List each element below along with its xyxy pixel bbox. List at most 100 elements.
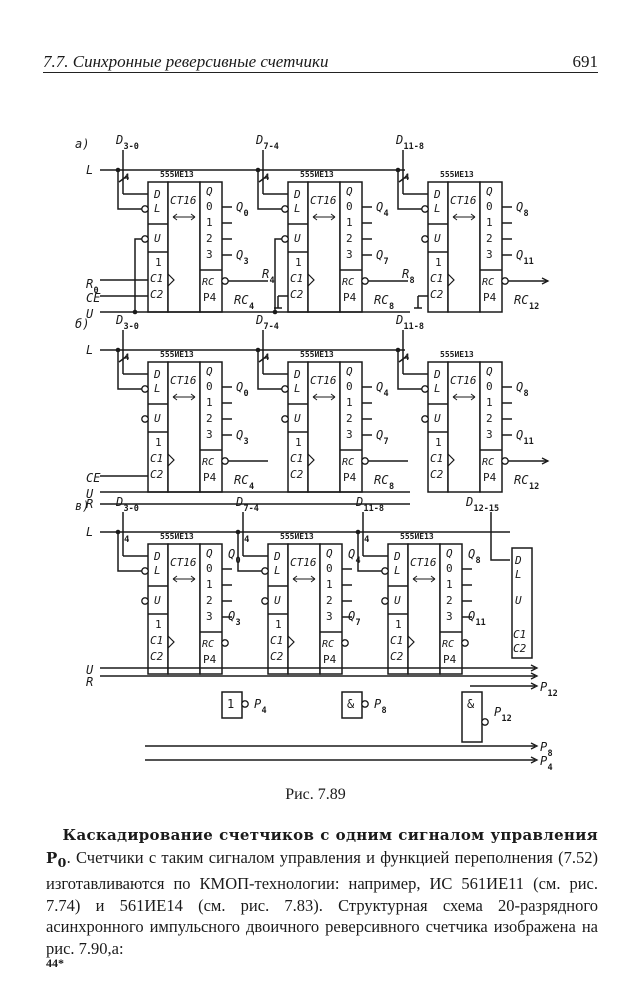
inversion-bubble [221,457,229,465]
signal-name: R [402,267,409,281]
signal-index: 3 [244,437,249,447]
output-column [479,181,503,313]
signal-index: 8 [382,706,387,716]
signal-index: 12 [502,714,512,724]
pin-l-label: L [515,568,522,581]
signal-name: P [540,754,548,768]
signal-index: 7 [384,257,389,267]
pin-rc-label: RC [202,277,214,288]
pin-u-label: U [434,412,441,425]
signal-index: 3-0 [124,322,139,332]
panel-label: б) [75,317,89,331]
signal-index: 12-15 [474,504,500,514]
signal-name: Q [376,200,383,214]
signal-index: 11 [524,257,534,267]
gate-body [461,691,483,743]
pin-p4-label: P4 [203,471,217,484]
chip-function-label: CT16 [290,556,317,569]
pin-q1-label: 1 [486,396,493,409]
inversion-bubble [361,457,369,465]
pin-q3-label: 3 [346,428,353,441]
inversion-bubble [281,385,289,393]
wire [117,532,142,572]
signal-index: 8 [410,276,415,286]
signal-name: Q [516,200,523,214]
inversion-bubble [221,639,229,647]
chip-function-label: CT16 [310,374,337,387]
bus-width-label: 4 [404,353,410,363]
u-input-label: U [86,487,94,501]
inversion-bubble [481,718,489,726]
inversion-bubble [501,457,509,465]
signal-name: RC [234,473,249,487]
signal-index: 4 [548,763,553,773]
signal-index: 8 [548,749,553,759]
pin-q0-label: 0 [206,200,213,213]
pin-q2-label: 2 [486,412,493,425]
chip-function-label: CT16 [170,556,197,569]
signal-index: 7 [356,618,361,628]
r-input-label: R [86,675,93,689]
signal-name: D [355,495,363,509]
input-l-label: L [86,525,93,539]
pin-c1-label: C1 [430,272,443,285]
signal-name: P [540,680,548,694]
pin-u-label: U [154,594,161,607]
pin-q1-label: 1 [346,396,353,409]
wire [117,350,142,390]
pin-q0-label: 0 [486,200,493,213]
gate-symbol: & [467,697,475,711]
pin-l-label: L [434,202,441,215]
wire [398,355,408,363]
bus-width-label: 4 [124,173,130,183]
pin-c1-label: C1 [290,272,303,285]
u-input-label: U [86,307,94,321]
signal-name: P [494,705,502,719]
signal-name: D [255,133,263,147]
pin-rc-label: RC [342,277,354,288]
ce-input-label: CE [86,471,101,485]
chip-part-number: 555ИЕ13 [300,170,334,179]
signal-index: 8 [524,209,529,219]
pin-c2-label: C2 [513,642,527,655]
pin-u-label: U [294,232,301,245]
signal-index: 3 [244,257,249,267]
pin-p4-label: P4 [443,653,457,666]
pin-rc-label: RC [322,639,334,650]
pin-l-label: L [154,564,161,577]
signal-name: Q [236,428,243,442]
pin-q3-label: 3 [206,610,213,623]
signal-name: Q [348,547,355,561]
pin-q2-label: 2 [326,594,333,607]
bus-width-label: 4 [124,353,130,363]
pin-l-label: L [294,382,301,395]
signal-name: Q [376,428,383,442]
bidirectional-arrow-icon [312,213,336,221]
arrow-head [541,457,550,465]
inversion-bubble [461,639,469,647]
pin-d-label: D [514,554,522,567]
signal-index: 12 [529,482,539,492]
pin-q-label: Q [346,365,353,378]
clock-edge-icon [407,635,415,649]
chip-part-number: 555ИЕ13 [300,350,334,359]
chip-part-number: 555ИЕ13 [440,170,474,179]
signal-name: RC [514,293,529,307]
pin-q2-label: 2 [206,232,213,245]
signal-index: 11-8 [404,142,424,152]
pin-l-label: L [294,202,301,215]
